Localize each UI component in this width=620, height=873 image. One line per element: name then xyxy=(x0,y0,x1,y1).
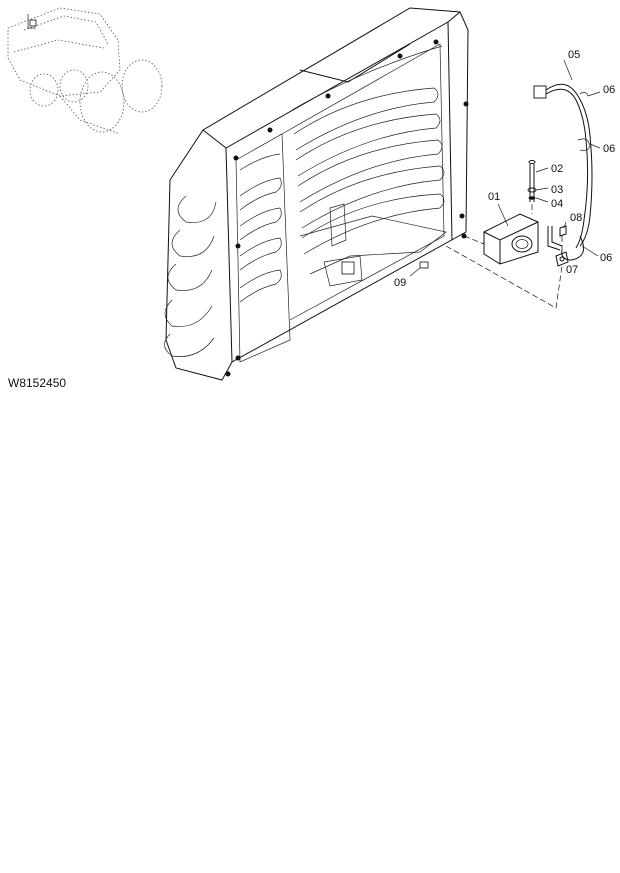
clip-and-screw xyxy=(555,225,569,267)
thumbnail-highlight xyxy=(27,14,36,29)
callout-03: 03 xyxy=(551,184,563,196)
callout-06-middle: 06 xyxy=(603,143,615,155)
callout-06-bottom: 06 xyxy=(600,252,612,264)
assembly-lines xyxy=(445,204,563,309)
work-lamp xyxy=(483,213,539,265)
drawing-reference: W8152450 xyxy=(8,376,66,390)
callout-07: 07 xyxy=(566,264,578,276)
callout-05: 05 xyxy=(568,49,580,61)
machine-thumbnail xyxy=(7,7,163,135)
callout-01: 01 xyxy=(488,191,500,203)
callout-labels: 01 02 03 04 05 06 06 06 07 08 09 xyxy=(394,49,615,289)
callout-04: 04 xyxy=(551,198,563,210)
hood-assembly xyxy=(164,7,469,381)
callout-02: 02 xyxy=(551,163,563,175)
mounting-bolt xyxy=(527,160,537,202)
wiring-harness xyxy=(533,83,593,261)
leader-lines xyxy=(409,59,601,277)
callout-09: 09 xyxy=(394,277,406,289)
callout-06-top: 06 xyxy=(603,84,615,96)
callout-08: 08 xyxy=(570,212,582,224)
